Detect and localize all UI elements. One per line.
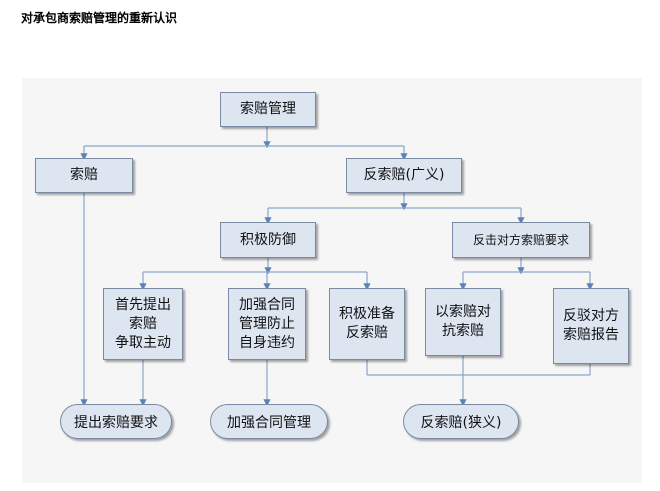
root-node: 索赔管理 <box>220 92 316 127</box>
counter-claim-narrow-oval: 反索赔(狭义) <box>403 404 519 439</box>
claim-node: 索赔 <box>35 158 133 193</box>
counter-request-node: 反击对方索赔要求 <box>452 222 590 258</box>
rebut-report-node: 反驳对方 索赔报告 <box>553 288 629 364</box>
prepare-counter-node: 积极准备 反索赔 <box>329 288 405 360</box>
active-defense-node: 积极防御 <box>220 222 316 258</box>
strengthen-contract-oval: 加强合同管理 <box>210 404 328 439</box>
claim-vs-claim-node: 以索赔对 抗索赔 <box>425 288 501 356</box>
first-claim-node: 首先提出 索赔 争取主动 <box>103 288 183 360</box>
counter-claim-broad-node: 反索赔(广义) <box>346 158 462 193</box>
page-title: 对承包商索赔管理的重新认识 <box>21 11 178 25</box>
contract-mgmt-node: 加强合同 管理防止 自身违约 <box>228 288 306 360</box>
submit-claim-oval: 提出索赔要求 <box>60 404 172 439</box>
